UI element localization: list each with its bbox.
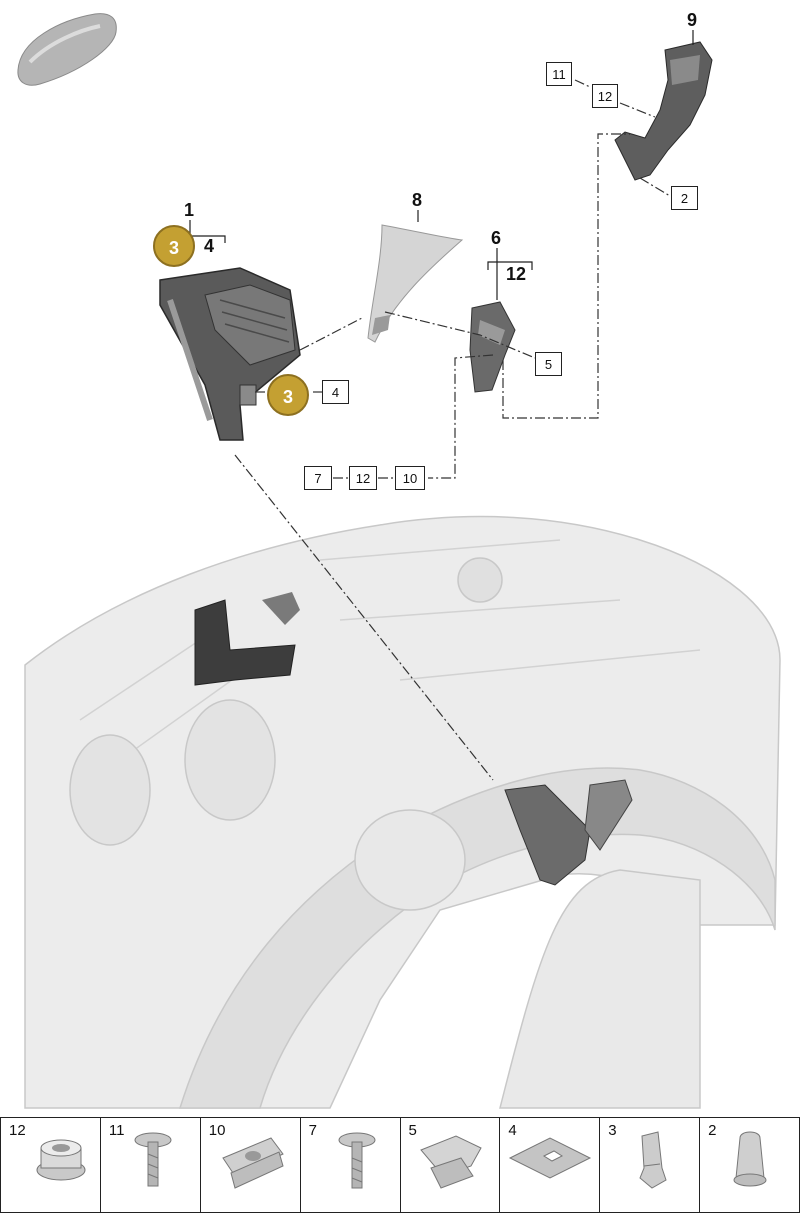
- part-1-pillar-trim: [159, 267, 301, 441]
- part-cell-5: 5: [399, 1118, 500, 1212]
- callout-9: 9: [687, 10, 698, 30]
- clip-icon: [639, 1131, 667, 1189]
- part-number: 10: [208, 1122, 226, 1139]
- part-number: 3: [608, 1122, 617, 1139]
- box-label-12: 12: [592, 84, 618, 108]
- spring-clip-icon: [419, 1135, 482, 1189]
- box-label-12-lower: 12: [349, 466, 377, 490]
- part-number: 2: [708, 1122, 717, 1139]
- callout-6: 6: [491, 228, 502, 248]
- bolt-icon: [338, 1132, 376, 1189]
- box-label-7: 7: [304, 466, 332, 490]
- callout-badge-3-top: 3: [153, 225, 195, 267]
- callout-1: 1: [184, 200, 195, 220]
- part-cell-7: 7: [299, 1118, 400, 1212]
- part-number: 5: [408, 1122, 417, 1139]
- installed-trim-right: [504, 779, 633, 886]
- part-cell-10: 10: [199, 1118, 300, 1212]
- installed-trim-left: [194, 592, 300, 686]
- part-number: 7: [308, 1122, 317, 1139]
- clip-nut-icon: [221, 1137, 284, 1189]
- connector-lines: [234, 79, 671, 781]
- plug-icon: [733, 1131, 767, 1187]
- parts-strip: 12 11 10 7 5: [0, 1117, 800, 1213]
- part-cell-2: 2: [699, 1118, 800, 1212]
- part-number: 11: [108, 1122, 125, 1139]
- box-label-10: 10: [395, 466, 425, 490]
- callout-badge-3-bottom: 3: [267, 374, 309, 416]
- part-cell-11: 11: [99, 1118, 200, 1212]
- part-cell-3: 3: [599, 1118, 699, 1212]
- screw-icon: [134, 1132, 172, 1187]
- pad-icon: [509, 1137, 592, 1179]
- flange-nut-icon: [36, 1139, 86, 1181]
- part-cell-12: 12: [0, 1118, 100, 1212]
- callout-4: 4: [204, 236, 215, 256]
- part-cell-4: 4: [499, 1118, 599, 1212]
- callout-lines: [183, 30, 694, 300]
- vehicle-body: [24, 515, 781, 1109]
- part-9-bracket: [614, 41, 713, 181]
- box-label-11: 11: [546, 62, 572, 86]
- callout-8: 8: [412, 190, 423, 210]
- parts-diagram: 1 4 8 6 12 9 3 3 11 12 2 5 4 7 12 10: [17, 10, 781, 1109]
- part-number: 4: [508, 1122, 517, 1139]
- diagram-illustration: [17, 13, 781, 1109]
- part-8-panel: [367, 224, 464, 343]
- box-label-5: 5: [535, 352, 562, 376]
- callout-12: 12: [506, 264, 527, 284]
- box-label-2: 2: [671, 186, 698, 210]
- car-thumbnail-icon: [17, 13, 117, 86]
- box-label-4: 4: [322, 380, 349, 404]
- part-number: 12: [9, 1122, 26, 1139]
